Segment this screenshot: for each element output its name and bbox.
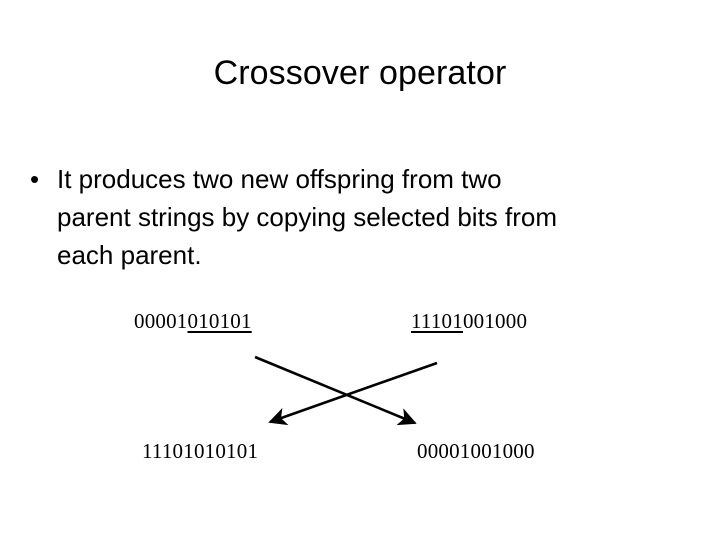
parent-a-plain-prefix: 00001 <box>134 309 188 333</box>
offspring-b-bits: 00001001000 <box>417 439 535 463</box>
arrow-parent-b-to-child-a <box>268 361 438 426</box>
parent-string-b: 11101001000 <box>411 308 527 334</box>
parent-a-selected-bits: 010101 <box>187 309 252 333</box>
bullet-list: • It produces two new offspring from two… <box>26 160 626 274</box>
offspring-string-b: 00001001000 <box>417 438 535 464</box>
offspring-string-a: 11101010101 <box>142 438 258 464</box>
page-title: Crossover operator <box>213 54 507 92</box>
parent-string-a: 00001010101 <box>134 308 252 334</box>
parent-b-selected-bits: 11101 <box>411 309 463 333</box>
crossover-diagram: 00001010101 11101001000 11101010101 0000… <box>0 300 720 485</box>
bullet-item-label: It produces two new offspring from two p… <box>57 164 558 270</box>
arrow-parent-a-to-child-b <box>254 355 417 426</box>
offspring-a-bits: 11101010101 <box>142 439 259 463</box>
crossover-arrows-group <box>254 355 438 426</box>
bullet-point-icon: • <box>30 164 40 194</box>
parent-b-plain-suffix: 001000 <box>462 309 528 333</box>
list-item: • It produces two new offspring from two… <box>26 160 626 274</box>
